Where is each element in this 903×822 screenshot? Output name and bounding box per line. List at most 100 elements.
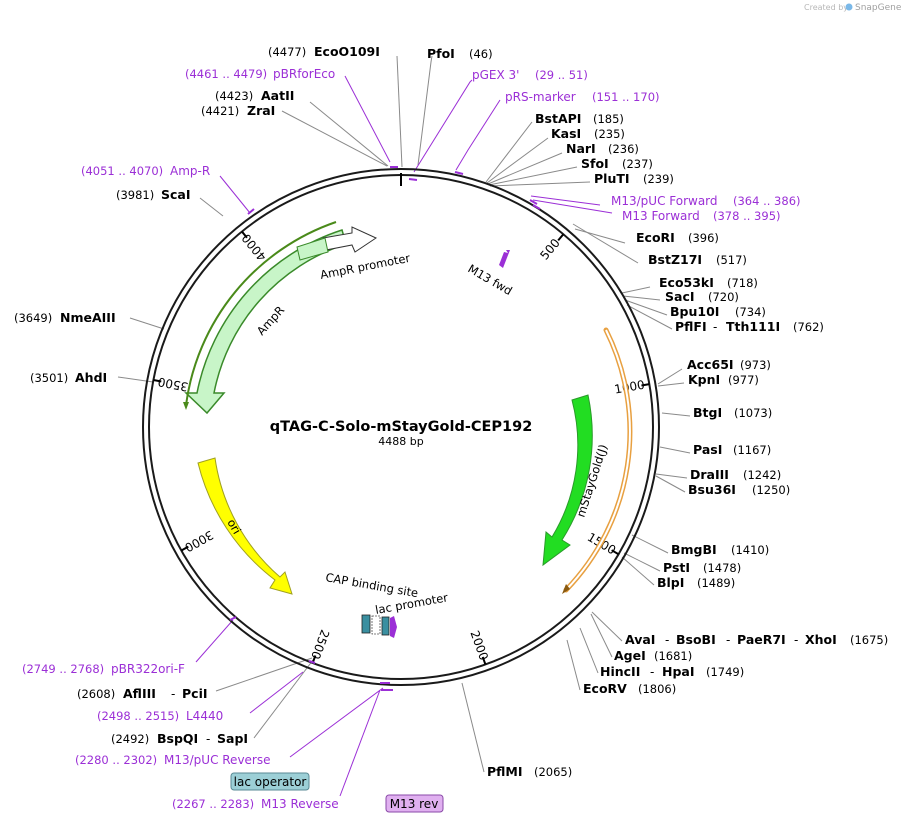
site-pos: (185) [593, 112, 624, 126]
site-pos: (2492) [111, 732, 149, 746]
site-pos: (1073) [734, 406, 772, 420]
tick-mark [611, 549, 620, 556]
site-name: AgeI [614, 648, 646, 663]
site-dash: - [726, 633, 730, 647]
feature-pos: (4461 .. 4479) [185, 67, 267, 81]
site-pos: (2608) [77, 687, 115, 701]
tick-mark [241, 230, 248, 239]
site-pos: (1410) [731, 543, 769, 557]
feature-leader-lines [195, 75, 613, 797]
feature-name: M13/pUC Reverse [164, 753, 271, 767]
feature-pos: (4051 .. 4070) [81, 164, 163, 178]
site-name: SfoI [581, 156, 609, 171]
site-pos: (517) [716, 253, 747, 267]
site-name: NmeAIII [60, 310, 116, 325]
site-pos: (3649) [14, 311, 52, 325]
site-name: PluTI [594, 171, 630, 186]
m13-rev-label: M13 rev [390, 797, 439, 811]
site-pos: (235) [594, 127, 625, 141]
site-name4: XhoI [805, 632, 837, 647]
site-pos: (2065) [534, 765, 572, 779]
site-name: PasI [693, 442, 722, 457]
site-pos: (239) [643, 172, 674, 186]
feature-m13-fwd-arrow [499, 250, 510, 268]
site-name2: BsoBI [676, 632, 716, 647]
site-pos: (1489) [697, 576, 735, 590]
site-name: KpnI [688, 372, 720, 387]
site-pos: (3981) [116, 188, 154, 202]
site-name: EcoRV [583, 681, 627, 696]
site-name: BmgBI [671, 542, 717, 557]
ori-label: ori [224, 517, 244, 537]
credit-brand: SnapGene [855, 3, 902, 13]
site-pos: (4477) [268, 45, 306, 59]
site-name: SacI [665, 289, 695, 304]
tick-mark [153, 379, 162, 383]
ampr-label: AmpR [254, 303, 287, 338]
feature-labels: pGEX 3' (29 .. 51) pRS-marker (151 .. 17… [22, 67, 801, 811]
feature-name: M13 Reverse [261, 797, 339, 811]
site-name3: PaeR7I [737, 632, 786, 647]
tick-label: 2500 [308, 628, 332, 662]
site-name: BtgI [693, 405, 722, 420]
site-pos: (4421) [201, 104, 239, 118]
site-pos: (1478) [703, 561, 741, 575]
site-name: AflIII [123, 686, 156, 701]
site-pos: (720) [708, 290, 739, 304]
site-pos: (973) [740, 358, 771, 372]
tick-label: 1000 [613, 378, 645, 397]
site-name: KasI [551, 126, 581, 141]
site-name2: SapI [217, 731, 248, 746]
site-pos: (1749) [706, 665, 744, 679]
site-name: Acc65I [687, 357, 734, 372]
plasmid-length: 4488 bp [378, 435, 423, 448]
feature-pos: (2267 .. 2283) [172, 797, 254, 811]
feature-pos: (2280 .. 2302) [75, 753, 157, 767]
site-pos: (396) [688, 231, 719, 245]
site-pos: (1681) [654, 649, 692, 663]
site-pos: (977) [728, 373, 759, 387]
site-dash: - [665, 633, 669, 647]
site-pos: (3501) [30, 371, 68, 385]
site-name: Eco53kI [659, 275, 714, 290]
site-name: EcoO109I [314, 44, 380, 59]
ampr-promoter-label: AmpR promoter [319, 251, 412, 282]
feature-lac-region [361, 614, 397, 638]
site-dash: - [713, 320, 717, 334]
site-dash: - [171, 687, 175, 701]
restriction-sites-right: PfoI (46) BstAPI (185) KasI (235) NarI (… [427, 46, 888, 779]
snapgene-logo-icon [845, 3, 853, 11]
site-name2: PciI [182, 686, 208, 701]
site-pos: (1806) [638, 682, 676, 696]
feature-pos: (378 .. 395) [713, 209, 781, 223]
site-pos: (1250) [752, 483, 790, 497]
tick-mark [481, 656, 487, 665]
site-dash: - [794, 633, 798, 647]
site-name: DraIII [690, 467, 729, 482]
tick-label: 2000 [467, 629, 490, 662]
feature-name: pBR322ori-F [111, 662, 185, 676]
site-name: BspQI [157, 731, 198, 746]
feature-name: pRS-marker [505, 90, 576, 104]
site-name: AhdI [75, 370, 107, 385]
feature-pos: (29 .. 51) [535, 68, 588, 82]
site-pos: (237) [622, 157, 653, 171]
feature-pos: (2498 .. 2515) [97, 709, 179, 723]
plasmid-name: qTAG-C-Solo-mStayGold-CEP192 [270, 419, 533, 435]
site-name: PfoI [427, 46, 455, 61]
feature-pos: (364 .. 386) [733, 194, 801, 208]
tick-label: 4000 [239, 231, 269, 264]
feature-name: pBRforEco [273, 67, 335, 81]
site-name: Bsu36I [688, 482, 736, 497]
feature-name: M13/pUC Forward [611, 194, 718, 208]
site-pos: (1242) [743, 468, 781, 482]
feature-ampr-promoter [296, 226, 378, 261]
feature-ori [197, 457, 293, 595]
site-name2: HpaI [662, 664, 695, 679]
site-name: PstI [663, 560, 690, 575]
feature-pos: (2749 .. 2768) [22, 662, 104, 676]
site-name: ScaI [161, 187, 191, 202]
site-pos: (1167) [733, 443, 771, 457]
site-name: EcoRI [636, 230, 675, 245]
